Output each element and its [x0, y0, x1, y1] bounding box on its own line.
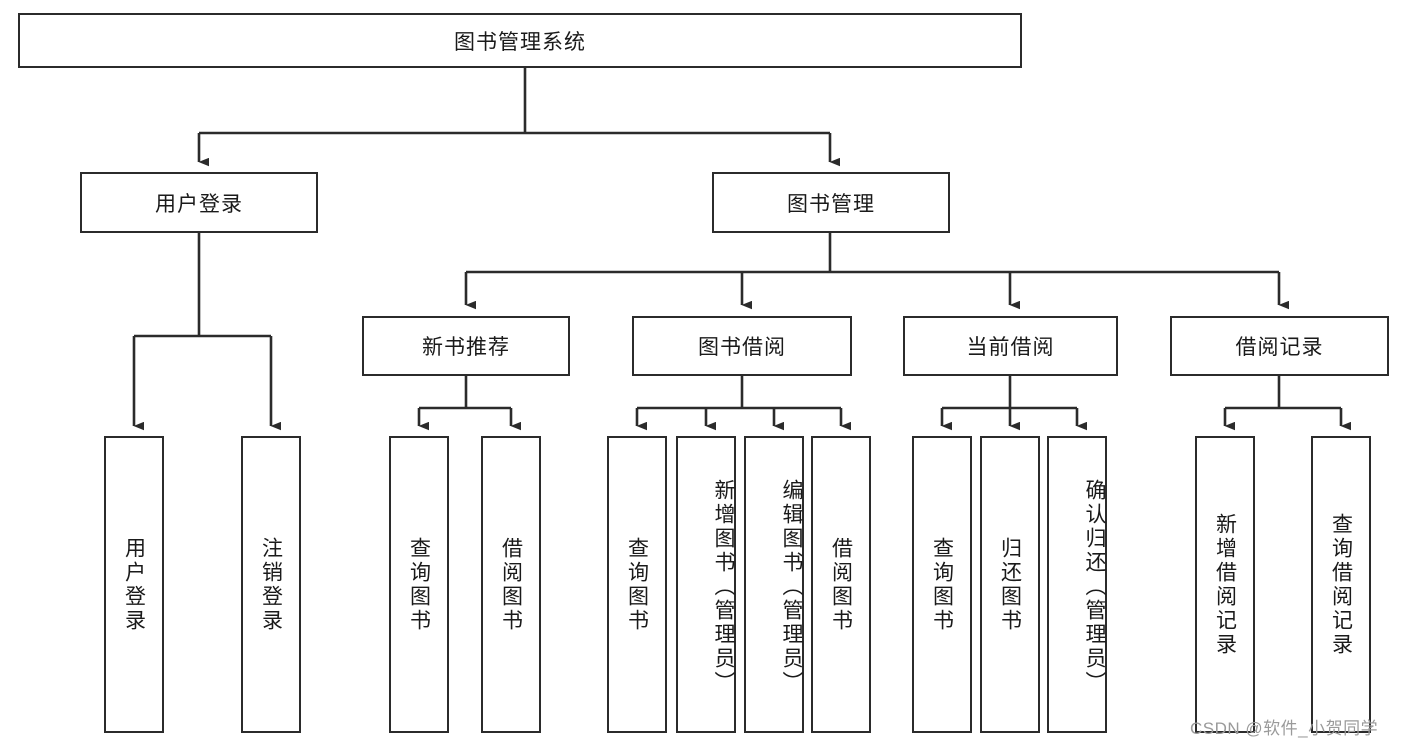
node-current-borrow[interactable]: 当前借阅 [903, 316, 1118, 376]
leaf-query-book-2[interactable]: 查询图书 [607, 436, 667, 733]
node-current-borrow-label: 当前借阅 [966, 336, 1055, 359]
leaf-edit-book[interactable]: 编辑图书（管理员） [744, 436, 804, 733]
leaf-add-borrow-record-label: 新增借阅记录 [1213, 512, 1237, 657]
node-new-book-recommend[interactable]: 新书推荐 [362, 316, 570, 376]
leaf-borrow-book-2-label: 借阅图书 [829, 536, 853, 633]
leaf-edit-book-label: 编辑图书（管理员） [780, 478, 803, 695]
csdn-watermark: CSDN @软件_小贺同学 [1190, 719, 1379, 738]
leaf-borrow-book-1-label: 借阅图书 [499, 536, 523, 633]
node-user-login-label: 用户登录 [155, 192, 243, 216]
leaf-user-login[interactable]: 用户登录 [104, 436, 164, 733]
leaf-confirm-return-label: 确认归还（管理员） [1083, 478, 1106, 695]
node-user-login[interactable]: 用户登录 [80, 172, 318, 233]
leaf-query-book-3[interactable]: 查询图书 [912, 436, 972, 733]
leaf-logout-login-label: 注销登录 [259, 536, 283, 633]
leaf-borrow-book-2[interactable]: 借阅图书 [811, 436, 871, 733]
leaf-query-book-3-label: 查询图书 [930, 536, 954, 633]
leaf-confirm-return[interactable]: 确认归还（管理员） [1047, 436, 1107, 733]
leaf-query-borrow-record[interactable]: 查询借阅记录 [1311, 436, 1371, 733]
node-book-borrow-label: 图书借阅 [698, 336, 786, 359]
leaf-return-book[interactable]: 归还图书 [980, 436, 1040, 733]
leaf-add-borrow-record[interactable]: 新增借阅记录 [1195, 436, 1255, 733]
leaf-return-book-label: 归还图书 [998, 536, 1022, 633]
node-book-management-label: 图书管理 [787, 192, 875, 216]
node-new-book-recommend-label: 新书推荐 [422, 336, 510, 359]
leaf-query-borrow-record-label: 查询借阅记录 [1329, 512, 1353, 657]
leaf-add-book[interactable]: 新增图书（管理员） [676, 436, 736, 733]
node-book-borrow[interactable]: 图书借阅 [632, 316, 852, 376]
leaf-add-book-label: 新增图书（管理员） [712, 478, 735, 695]
node-book-management[interactable]: 图书管理 [712, 172, 950, 233]
leaf-user-login-label: 用户登录 [122, 536, 146, 633]
leaf-query-book-1-label: 查询图书 [407, 536, 431, 633]
leaf-logout-login[interactable]: 注销登录 [241, 436, 301, 733]
node-borrow-record[interactable]: 借阅记录 [1170, 316, 1389, 376]
node-root-label: 图书管理系统 [454, 30, 586, 54]
node-root[interactable]: 图书管理系统 [18, 13, 1022, 68]
leaf-query-book-2-label: 查询图书 [625, 536, 649, 633]
node-borrow-record-label: 借阅记录 [1235, 336, 1324, 359]
leaf-query-book-1[interactable]: 查询图书 [389, 436, 449, 733]
leaf-borrow-book-1[interactable]: 借阅图书 [481, 436, 541, 733]
